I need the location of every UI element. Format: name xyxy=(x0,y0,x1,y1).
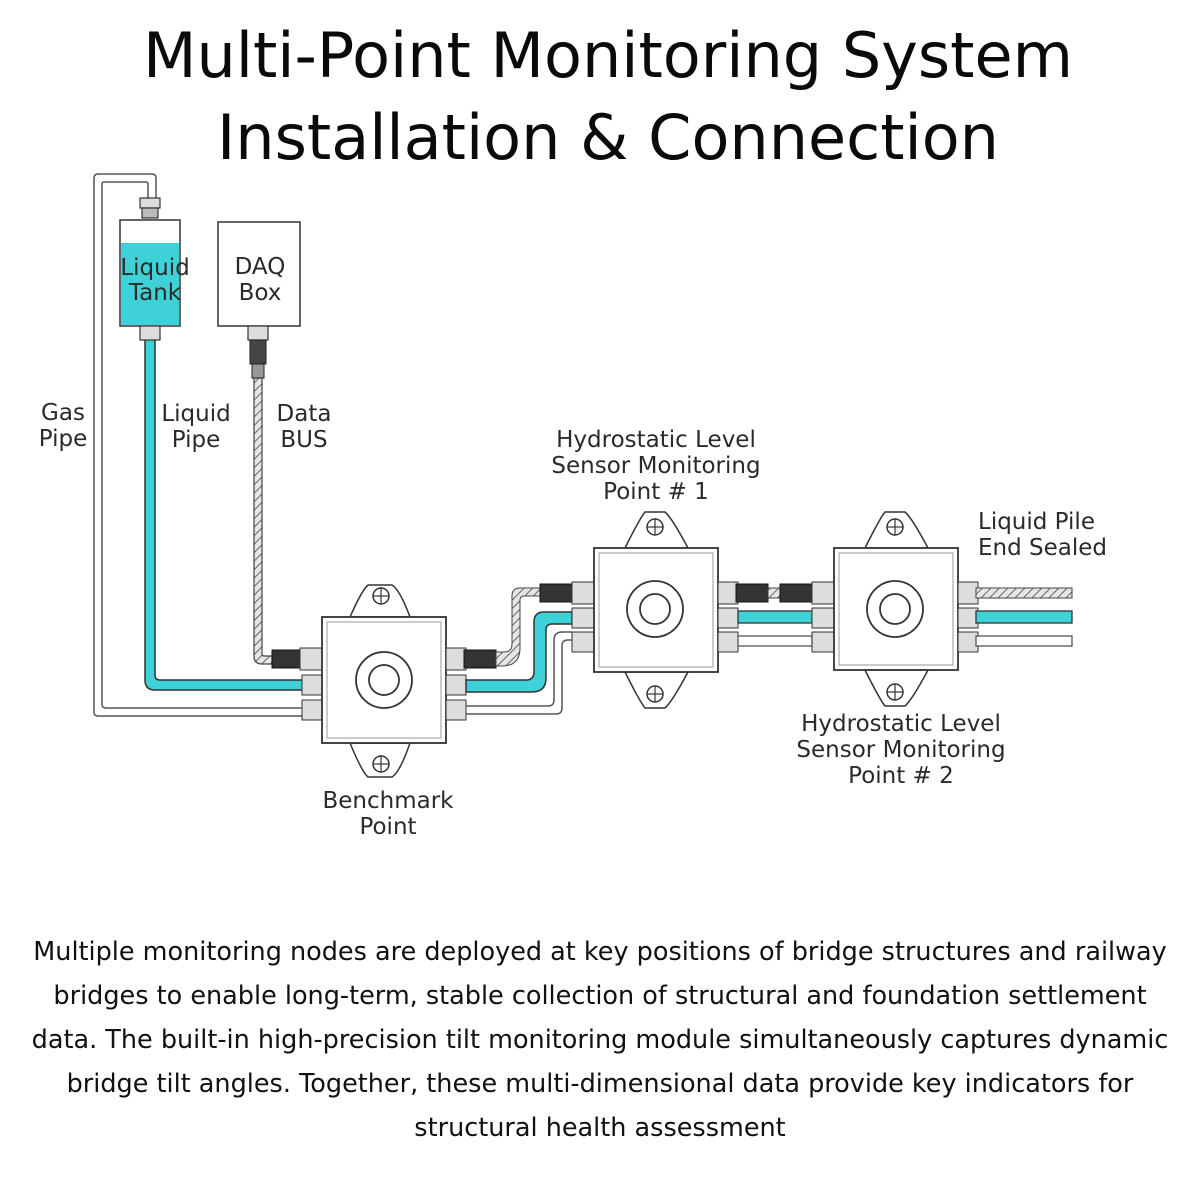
benchmark-label-1: Benchmark xyxy=(322,788,454,814)
benchmark-label-2: Point xyxy=(359,814,416,840)
point2-label-2: Sensor Monitoring xyxy=(796,737,1005,763)
gas-pipe-label-2: Pipe xyxy=(39,426,88,452)
point2-label-3: Point # 2 xyxy=(848,763,954,789)
data-bus-cable xyxy=(253,377,273,665)
point1-label-1: Hydrostatic Level xyxy=(556,427,756,453)
monitoring-point-2-box xyxy=(833,511,959,707)
liquid-pipe-label-1: Liquid xyxy=(161,401,230,427)
pile-end-label-2: End Sealed xyxy=(978,535,1107,561)
daq-box-label-1: DAQ xyxy=(235,254,286,280)
page-title-line-1: Multi-Point Monitoring System xyxy=(142,19,1074,92)
gas-pipe xyxy=(93,173,305,717)
point1-to-point2-pipes xyxy=(717,581,835,653)
description-paragraph: Multiple monitoring nodes are deployed a… xyxy=(31,937,1169,1143)
liquid-tank-label-1: Liquid xyxy=(120,255,189,281)
monitoring-point-1-box xyxy=(571,511,719,709)
daq-box-label-2: Box xyxy=(239,280,282,306)
liquid-pipe xyxy=(144,337,306,691)
page-title-line-2: Installation & Connection xyxy=(217,101,999,174)
daq-box xyxy=(217,221,301,379)
point1-label-2: Sensor Monitoring xyxy=(551,453,760,479)
point2-label-1: Hydrostatic Level xyxy=(801,711,1001,737)
liquid-pipe-label-2: Pipe xyxy=(172,427,221,453)
liquid-tank-label-2: Tank xyxy=(128,280,182,306)
connection-diagram: Liquid Tank DAQ Box Gas Pipe Liquid Pipe… xyxy=(39,173,1107,840)
point1-label-3: Point # 1 xyxy=(603,479,709,505)
pile-end-label-1: Liquid Pile xyxy=(978,509,1095,535)
gas-pipe-label-1: Gas xyxy=(41,400,85,426)
benchmark-point-box xyxy=(321,584,447,778)
benchmark-to-point1-pipes xyxy=(445,583,573,721)
data-bus-label-1: Data xyxy=(277,401,332,427)
benchmark-left-connectors xyxy=(271,647,323,721)
pile-end-pipes xyxy=(957,581,1073,653)
liquid-tank xyxy=(119,197,181,341)
data-bus-label-2: BUS xyxy=(280,427,327,453)
